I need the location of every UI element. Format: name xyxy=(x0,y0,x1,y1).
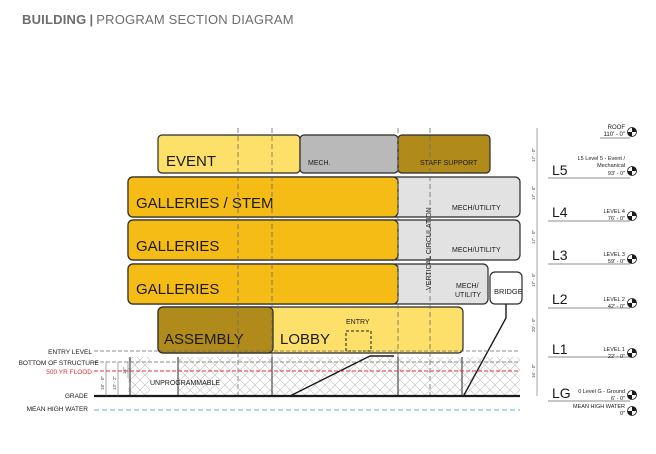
l2-name: LEVEL 2 xyxy=(603,297,625,303)
l3-elev: 59' - 0" xyxy=(608,259,625,265)
mhw-name: MEAN HIGH WATER xyxy=(573,404,625,410)
dim-l4-l3: 17' - 0" xyxy=(531,230,536,244)
l1-elev: 22' - 0" xyxy=(608,354,625,360)
grade-label: GRADE xyxy=(65,393,89,400)
mech-label: MECH. xyxy=(308,160,331,167)
unprogrammable-zone: UNPROGRAMMABLE xyxy=(128,304,520,397)
galleries-stem-label: GALLERIES / STEM xyxy=(136,195,274,212)
vertical-circulation-label: VERTICAL CIRCULATION xyxy=(426,207,433,290)
flood-label: 500 YR FLOOD xyxy=(46,369,92,376)
page-title: BUILDING|PROGRAM SECTION DIAGRAM xyxy=(22,12,294,27)
l2-tag: L2 xyxy=(552,291,568,307)
l5-name-2: Mechanical xyxy=(597,163,625,169)
l4-name: LEVEL 4 xyxy=(603,209,625,215)
bottom-structure-label: BOTTOM OF STRUCTURE xyxy=(19,360,100,367)
entry-level-label: ENTRY LEVEL xyxy=(48,349,92,356)
l3-name: LEVEL 3 xyxy=(603,252,625,258)
dim-roof-l5: 17' - 0" xyxy=(531,148,536,162)
mech-line2-label: UTILITY xyxy=(455,292,481,299)
mech-utility-4-label: MECH/UTILITY xyxy=(452,205,501,212)
dim-l1-lg: 16' - 0" xyxy=(531,364,536,378)
event-label: EVENT xyxy=(166,153,216,170)
datum-lines xyxy=(94,350,520,411)
lg-elev: 6' - 0" xyxy=(611,396,625,402)
l4-elev: 76' - 0" xyxy=(608,216,625,222)
roof-elev: 110' - 0" xyxy=(603,132,625,138)
bridge-connection xyxy=(463,304,507,396)
level-4-block: GALLERIES / STEM MECH/UTILITY xyxy=(127,176,521,218)
lg-tag: LG xyxy=(552,385,571,401)
assembly-space xyxy=(157,306,274,354)
mhw-target-icon xyxy=(627,406,637,416)
mhw-elev: 0" xyxy=(620,411,625,417)
entry-ramp xyxy=(289,355,394,397)
roof-name: ROOF xyxy=(608,125,626,131)
l4-target-icon xyxy=(627,211,637,221)
title-bold: BUILDING xyxy=(22,12,87,27)
l3-target-icon xyxy=(627,254,637,264)
dim-l3-l2: 17' - 0" xyxy=(531,273,536,287)
left-dim-c: 16" xyxy=(122,367,127,374)
right-dimensions: 17' - 0" 17' - 0" 17' - 0" 17' - 0" 20' … xyxy=(531,148,536,378)
l5-target-icon xyxy=(627,166,637,176)
left-dimensions xyxy=(105,362,129,396)
level-3-block: GALLERIES MECH/UTILITY xyxy=(127,219,521,261)
dim-l5-l4: 17' - 0" xyxy=(531,186,536,200)
hatch-gap xyxy=(150,357,178,395)
mean-high-water-label: MEAN HIGH WATER xyxy=(27,406,89,413)
l4-tag: L4 xyxy=(552,204,568,220)
title-rest: PROGRAM SECTION DIAGRAM xyxy=(96,12,294,27)
mech-space xyxy=(299,134,399,174)
lg-name: 0 Level G - Ground xyxy=(578,389,625,395)
staff-support-space xyxy=(397,134,491,174)
l5-name-1: L5 Level 5 - Event / xyxy=(578,156,626,162)
galleries-2-label: GALLERIES xyxy=(136,281,219,298)
l1-name: LEVEL 1 xyxy=(603,347,625,353)
bridge-label: BRIDGE xyxy=(494,287,523,296)
unprogrammable-label: UNPROGRAMMABLE xyxy=(150,380,220,387)
lg-target-icon xyxy=(627,390,637,400)
level-2-block: GALLERIES MECH/ UTILITY BRIDGE xyxy=(127,263,523,305)
mech-line1-label: MECH/ xyxy=(456,283,479,290)
galleries-3-label: GALLERIES xyxy=(136,238,219,255)
title-separator: | xyxy=(89,12,94,27)
left-dim-a: 18' - 0" xyxy=(100,376,105,390)
entry-label: ENTRY xyxy=(346,319,370,326)
level-1-block: ASSEMBLY LOBBY ENTRY xyxy=(157,306,464,354)
dim-l2-l1: 20' - 0" xyxy=(531,318,536,332)
l1-tag: L1 xyxy=(552,341,568,357)
mech-utility-3-label: MECH/UTILITY xyxy=(452,247,501,254)
assembly-label: ASSEMBLY xyxy=(164,331,244,348)
l2-elev: 42' - 0" xyxy=(608,304,625,310)
left-dim-b: 13' - 2" xyxy=(112,376,117,390)
l3-tag: L3 xyxy=(552,247,568,263)
l1-target-icon xyxy=(627,348,637,358)
l5-tag: L5 xyxy=(552,162,568,178)
l5-elev: 93' - 0" xyxy=(608,171,625,177)
roof-target-icon xyxy=(627,127,637,137)
left-datum-labels: ENTRY LEVEL BOTTOM OF STRUCTURE 500 YR F… xyxy=(19,349,100,413)
column-grid xyxy=(237,128,431,396)
level-markers: ROOF 110' - 0" L5 L5 Level 5 - Event / M… xyxy=(548,125,637,417)
l2-target-icon xyxy=(627,298,637,308)
hatch-area xyxy=(128,357,520,395)
level-5-block: EVENT MECH. STAFF SUPPORT xyxy=(157,134,491,174)
lobby-label: LOBBY xyxy=(280,331,330,348)
staff-support-label: STAFF SUPPORT xyxy=(420,160,478,167)
